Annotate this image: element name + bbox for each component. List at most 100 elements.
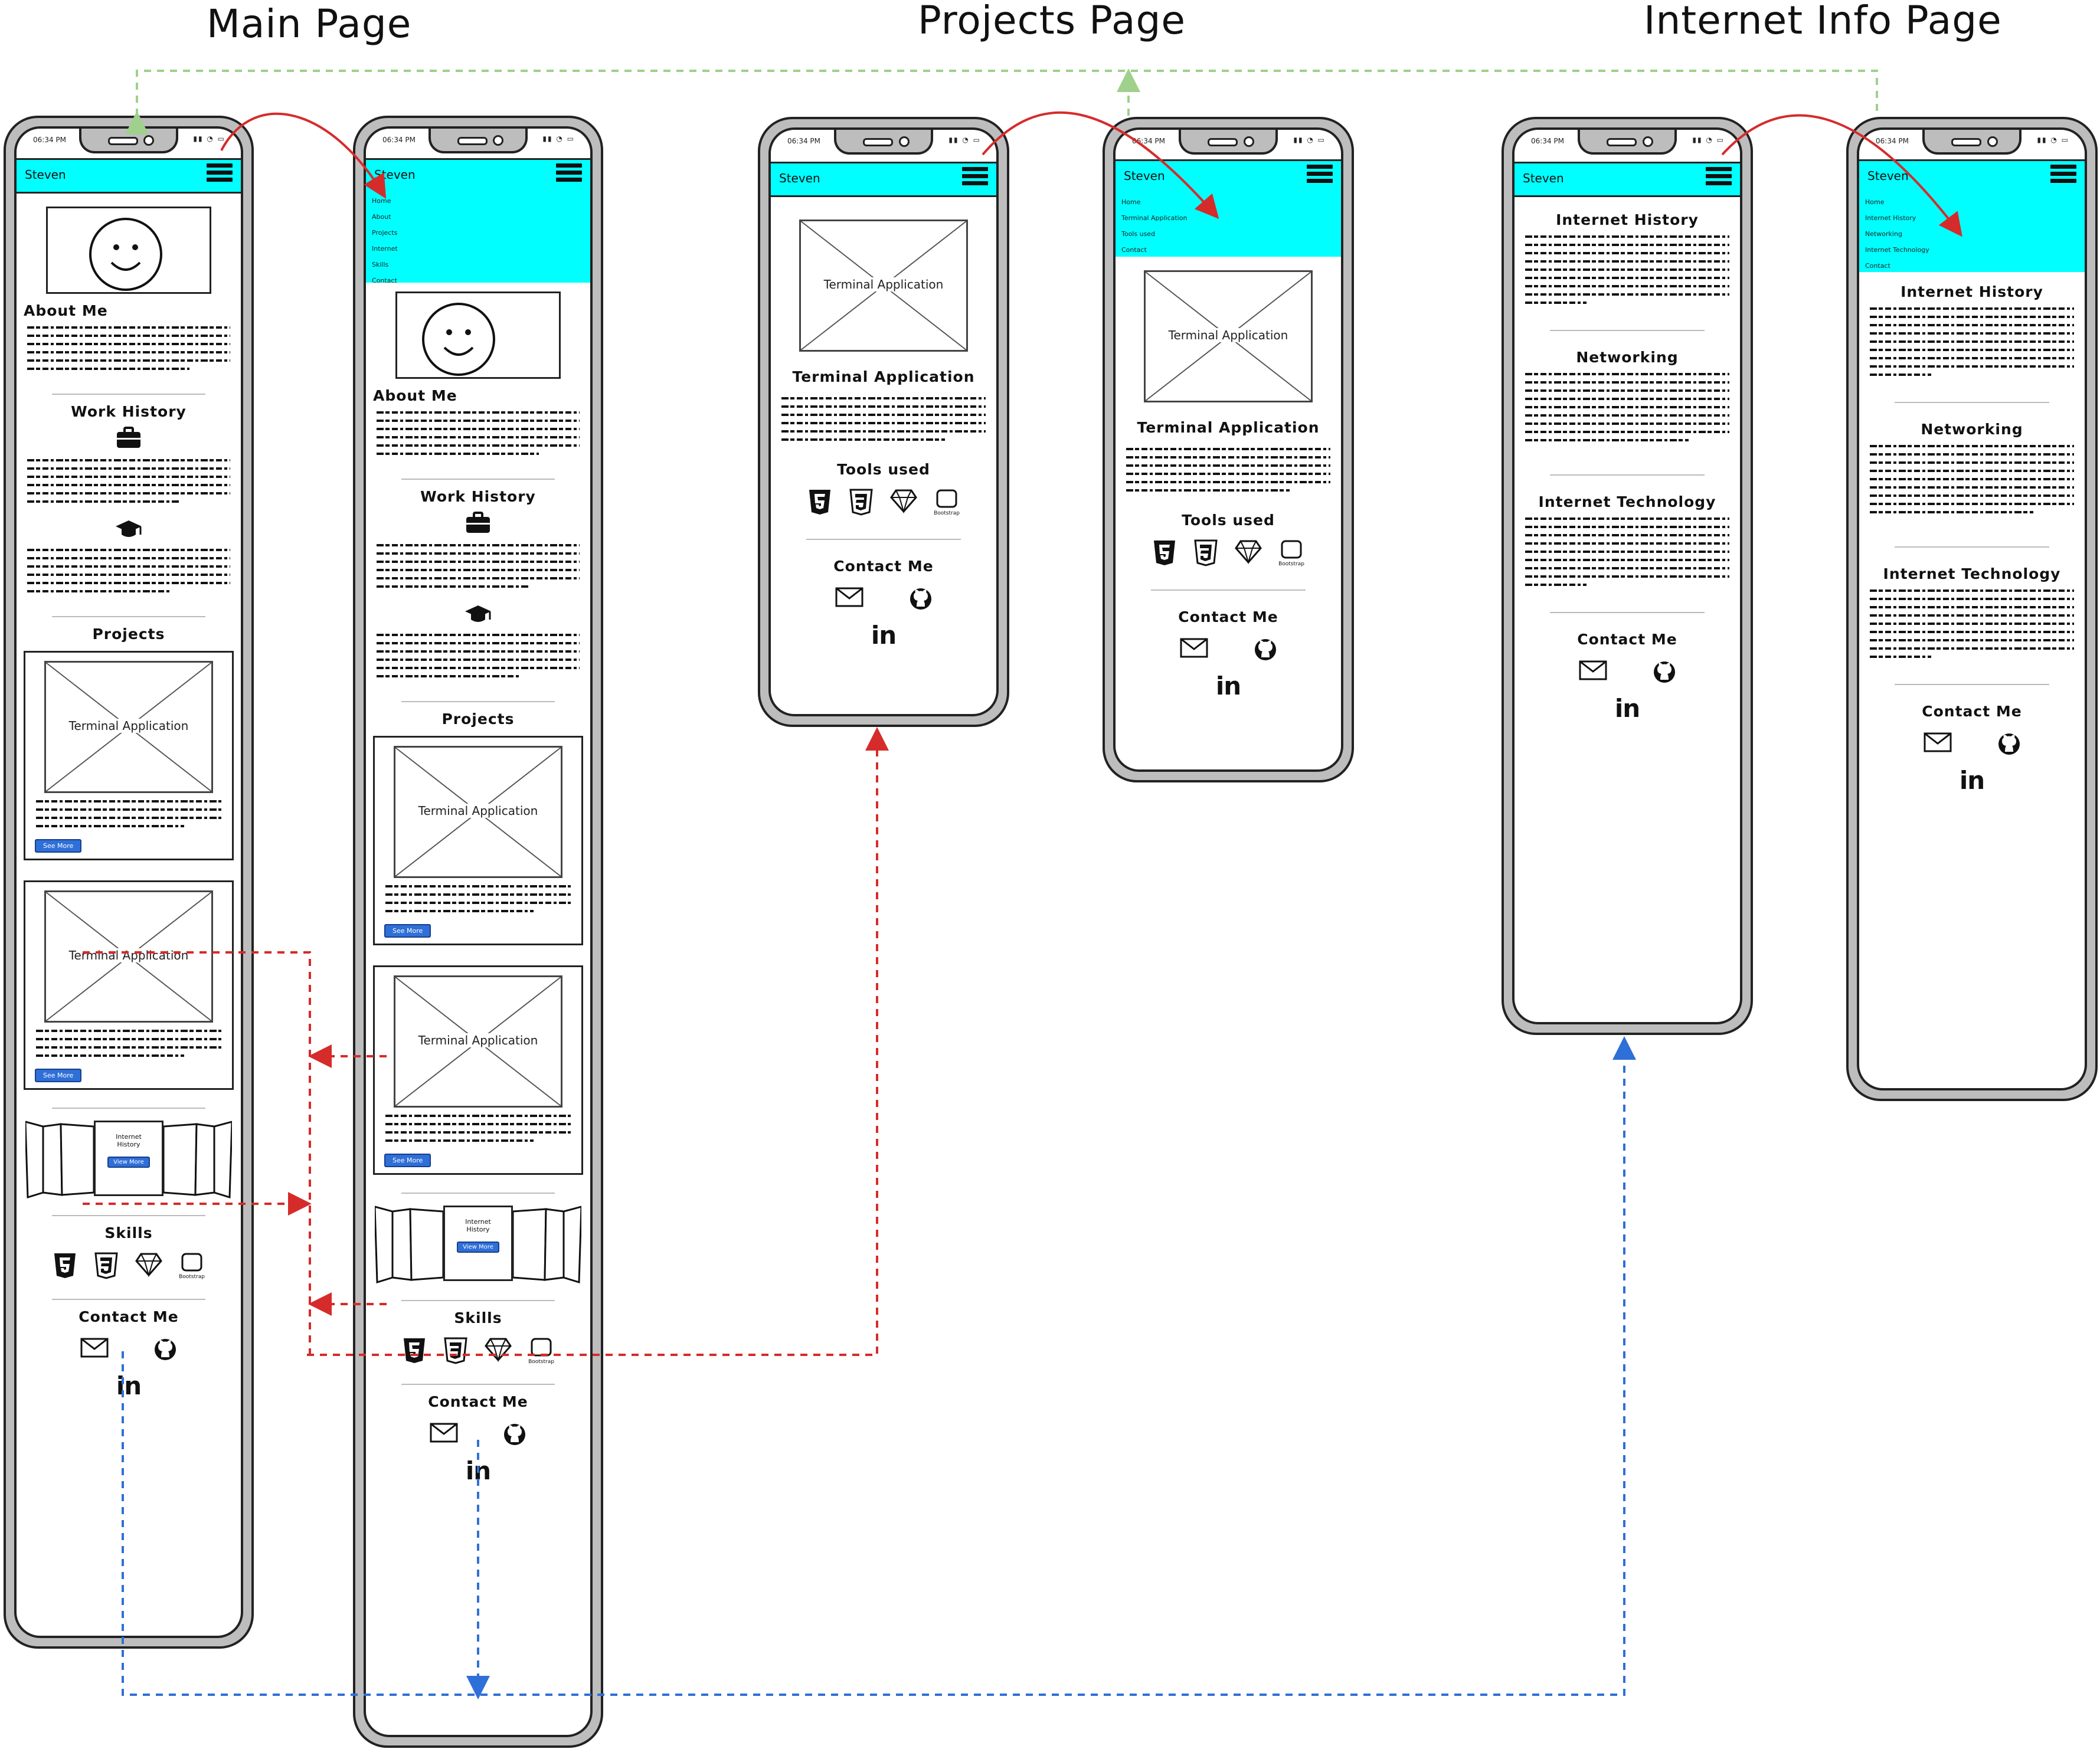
html5-icon (807, 489, 832, 518)
view-more-button[interactable]: View More (457, 1242, 499, 1253)
screen: 06:34 PM ▮▮ ◔ ▭ Steven Home Terminal App… (1113, 127, 1343, 772)
linkedin-icon[interactable]: in (465, 1456, 491, 1485)
email-icon[interactable] (835, 587, 864, 614)
navbar: Steven (1515, 162, 1740, 197)
menu-item-tools-used[interactable]: Tools used (1121, 230, 1156, 238)
hamburger-menu-icon[interactable] (962, 167, 988, 189)
nav-menu: Home About Projects Internet Skills Cont… (366, 192, 590, 284)
work-history-heading: Work History (420, 488, 536, 505)
menu-item-contact[interactable]: Contact (1865, 262, 1890, 270)
internet-carousel[interactable]: Internet History View More (375, 1203, 581, 1286)
github-icon[interactable] (502, 1422, 527, 1449)
see-more-button[interactable]: See More (384, 924, 431, 938)
bootstrap-icon: Bootstrap (528, 1337, 554, 1365)
networking-heading: Networking (1921, 421, 2023, 438)
linkedin-icon[interactable]: in (871, 621, 897, 650)
phone-notch (1922, 130, 2022, 155)
contact-me-heading: Contact Me (1922, 703, 2022, 720)
email-icon[interactable] (1923, 732, 1952, 759)
email-icon[interactable] (429, 1422, 459, 1449)
sketch-diamond-icon (890, 489, 917, 515)
sketch-diamond-icon (485, 1337, 512, 1364)
internet-technology-heading: Internet Technology (1883, 565, 2061, 582)
status-time: 06:34 PM (1132, 137, 1165, 145)
brand-name[interactable]: Steven (779, 171, 820, 185)
github-icon[interactable] (153, 1337, 178, 1364)
see-more-button[interactable]: See More (35, 1069, 82, 1082)
see-more-button[interactable]: See More (384, 1154, 431, 1167)
menu-item-terminal-application[interactable]: Terminal Application (1121, 214, 1188, 222)
menu-item-internet-history[interactable]: Internet History (1865, 214, 1916, 222)
project-text (385, 1115, 571, 1142)
menu-item-home[interactable]: Home (372, 197, 391, 205)
menu-item-home[interactable]: Home (1865, 198, 1885, 206)
email-icon[interactable] (1179, 637, 1209, 664)
bootstrap-icon: Bootstrap (179, 1252, 205, 1280)
divider (401, 701, 555, 702)
hamburger-menu-icon[interactable] (1307, 165, 1333, 187)
hamburger-menu-icon[interactable] (207, 163, 233, 186)
menu-item-projects[interactable]: Projects (372, 229, 398, 237)
graduation-cap-icon (366, 604, 590, 627)
css3-icon (1193, 539, 1218, 568)
brand-name[interactable]: Steven (25, 168, 66, 182)
project-card: Terminal Application See More (373, 736, 583, 945)
hamburger-menu-icon[interactable] (1706, 167, 1732, 189)
hamburger-menu-icon[interactable] (556, 163, 582, 186)
menu-item-internet-technology[interactable]: Internet Technology (1865, 246, 1929, 254)
image-label: Terminal Application (822, 277, 945, 292)
hamburger-menu-icon[interactable] (2050, 165, 2076, 187)
linkedin-icon[interactable]: in (1215, 672, 1241, 700)
contact-me-heading: Contact Me (78, 1308, 179, 1325)
screen: 06:34 PM ▮▮ ◔ ▭ Steven Home Internet His… (1857, 127, 2087, 1090)
navbar: Steven (771, 162, 996, 197)
project-text (1126, 448, 1330, 492)
work-text (377, 544, 580, 588)
github-icon[interactable] (1253, 637, 1278, 664)
view-more-button[interactable]: View More (107, 1157, 150, 1168)
brand-name[interactable]: Steven (1523, 171, 1564, 185)
github-icon[interactable] (908, 587, 933, 614)
about-text (377, 411, 580, 455)
project-image: Terminal Application (44, 661, 213, 793)
linkedin-icon[interactable]: in (116, 1371, 142, 1400)
menu-item-networking[interactable]: Networking (1865, 230, 1902, 238)
linkedin-icon[interactable]: in (1959, 766, 1985, 795)
contact-row (1901, 732, 2043, 759)
linkedin-icon[interactable]: in (1614, 694, 1640, 723)
contact-me-heading: Contact Me (1577, 631, 1677, 648)
email-icon[interactable] (1578, 660, 1608, 687)
technology-text (1525, 518, 1729, 586)
project-heading: Terminal Application (1137, 419, 1320, 436)
work-history-heading: Work History (71, 403, 187, 420)
status-icons: ▮▮ ◔ ▭ (1692, 136, 1725, 144)
internet-content: Internet History Networking Internet Tec… (1859, 271, 2085, 795)
contact-row (407, 1422, 549, 1449)
menu-item-skills[interactable]: Skills (372, 261, 389, 268)
email-icon[interactable] (80, 1337, 109, 1364)
status-icons: ▮▮ ◔ ▭ (542, 135, 575, 143)
brand-name[interactable]: Steven (1124, 169, 1165, 183)
image-label: Terminal Application (67, 719, 190, 733)
divider (1895, 402, 2049, 403)
project-image: Terminal Application (1144, 270, 1313, 402)
internet-content: Internet History Networking Internet Tec… (1515, 199, 1740, 723)
internet-carousel[interactable]: Internet History View More (25, 1118, 232, 1201)
see-more-button[interactable]: See More (35, 839, 82, 853)
phone-notch (428, 129, 528, 153)
menu-item-contact[interactable]: Contact (372, 277, 397, 284)
brand-name[interactable]: Steven (1867, 169, 1909, 183)
main-page-title: Main Page (207, 1, 412, 47)
brand-name[interactable]: Steven (374, 168, 416, 182)
project-text (781, 397, 986, 441)
github-icon[interactable] (1652, 660, 1677, 687)
menu-item-contact[interactable]: Contact (1121, 246, 1147, 254)
menu-item-about[interactable]: About (372, 213, 391, 221)
tools-used-heading: Tools used (1182, 512, 1275, 529)
status-time: 06:34 PM (33, 136, 66, 144)
divider (401, 1193, 555, 1194)
internet-technology-heading: Internet Technology (1538, 493, 1716, 510)
menu-item-internet[interactable]: Internet (372, 245, 398, 253)
github-icon[interactable] (1997, 732, 2022, 759)
menu-item-home[interactable]: Home (1121, 198, 1141, 206)
